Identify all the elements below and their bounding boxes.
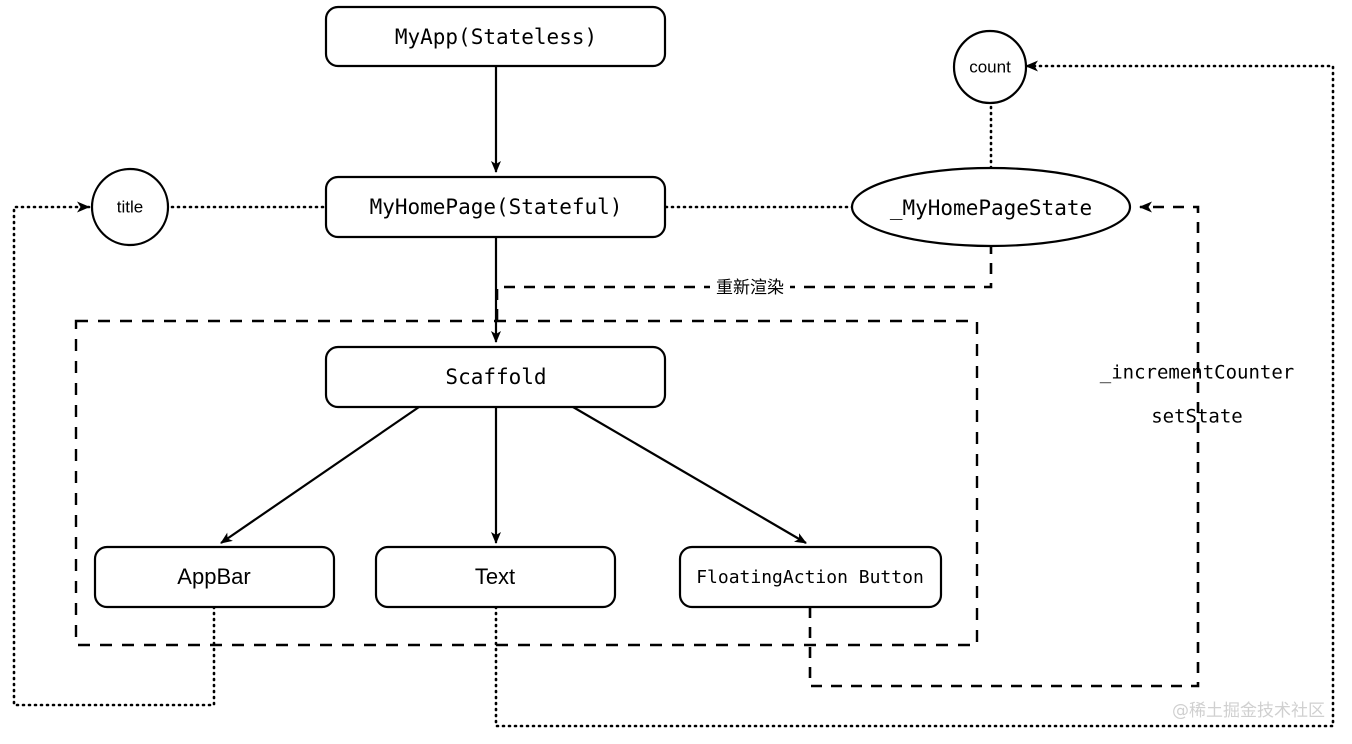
edge-label-rerender-text: 重新渲染 <box>716 278 784 298</box>
node-my-app-label: MyApp(Stateless) <box>395 25 597 49</box>
watermark-text: @稀土掘金技术社区 <box>1172 701 1325 721</box>
edge-label-rerender: 重新渲染 <box>710 275 790 299</box>
edge-scaffold-to-fab <box>572 406 807 544</box>
node-floating-action-button-shape <box>678 545 943 609</box>
edge-scaffold-to-appbar <box>220 406 420 544</box>
node-text-widget-label: Text <box>475 564 515 589</box>
edge-appbar-to-title <box>12 201 216 707</box>
node-my-home-page[interactable]: MyHomePage(Stateful) <box>324 175 667 239</box>
node-title-prop-label: title <box>117 197 143 216</box>
node-count-prop-shape <box>952 29 1028 105</box>
node-count-prop[interactable]: count <box>952 29 1028 105</box>
node-title-prop-shape <box>90 167 170 247</box>
side-note-set-state: setState <box>1151 406 1243 428</box>
node-floating-action-button[interactable]: FloatingAction Button <box>678 545 943 609</box>
node-state-object[interactable]: _MyHomePageState <box>850 166 1132 248</box>
node-scaffold-shape <box>324 345 667 409</box>
node-scaffold-label: Scaffold <box>445 365 546 389</box>
node-floating-action-button-label: FloatingAction Button <box>696 567 924 588</box>
edge-fab-setstate-to-state <box>808 201 1200 688</box>
node-title-prop[interactable]: title <box>90 167 170 247</box>
edge-text-to-count <box>494 60 1335 728</box>
node-my-home-page-label: MyHomePage(Stateful) <box>370 195 623 219</box>
build-scope-container <box>74 319 979 647</box>
node-app-bar-shape <box>93 545 336 609</box>
node-state-object-shape <box>850 166 1132 248</box>
node-my-home-page-shape <box>324 175 667 239</box>
node-text-widget[interactable]: Text <box>374 545 617 609</box>
node-app-bar-label: AppBar <box>177 564 250 589</box>
side-note-increment-counter: _incrementCounter <box>1100 362 1294 384</box>
node-my-app[interactable]: MyApp(Stateless) <box>324 5 667 68</box>
node-state-object-label: _MyHomePageState <box>890 196 1092 220</box>
node-my-app-shape <box>324 5 667 68</box>
node-scaffold[interactable]: Scaffold <box>324 345 667 409</box>
node-count-prop-label: count <box>969 57 1011 76</box>
node-app-bar[interactable]: AppBar <box>93 545 336 609</box>
node-text-widget-shape <box>374 545 617 609</box>
